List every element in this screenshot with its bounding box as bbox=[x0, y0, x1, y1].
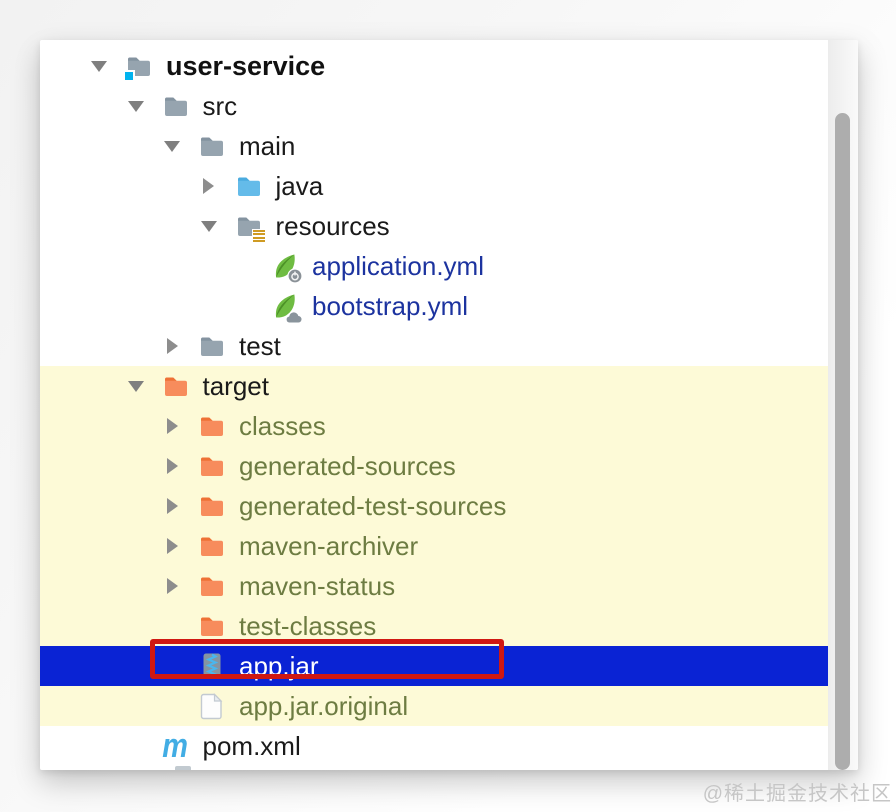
tree-item-label: maven-status bbox=[239, 570, 396, 601]
collapse-arrow-icon[interactable] bbox=[91, 60, 107, 72]
tree-row-classes[interactable]: classes bbox=[40, 406, 828, 446]
tree-item-label: bootstrap.yml bbox=[312, 290, 469, 321]
tree-item-label: src bbox=[202, 90, 238, 121]
power-badge bbox=[287, 268, 303, 284]
folder-icon bbox=[198, 332, 226, 360]
tree-row-test[interactable]: test bbox=[40, 326, 828, 366]
tree-row-app.jar[interactable]: app.jar bbox=[40, 646, 828, 686]
tree-row-maven-status[interactable]: maven-status bbox=[40, 566, 828, 606]
resources-badge bbox=[251, 229, 266, 243]
file-icon bbox=[198, 692, 226, 720]
project-badge bbox=[123, 70, 135, 82]
maven-icon: m bbox=[162, 727, 190, 765]
tree-row-generated-test-sources[interactable]: generated-test-sources bbox=[40, 486, 828, 526]
arrow-triangle bbox=[200, 220, 217, 232]
tree-row-src[interactable]: src bbox=[40, 86, 828, 126]
sources-folder-icon bbox=[235, 172, 263, 200]
tree-row-java[interactable]: java bbox=[40, 166, 828, 206]
tree-item-label: target bbox=[202, 370, 270, 401]
clipped-next-row-icon bbox=[175, 766, 191, 770]
tree-item-label: maven-archiver bbox=[239, 530, 419, 561]
arrow-triangle bbox=[91, 60, 107, 72]
tree-item-label: generated-test-sources bbox=[239, 490, 507, 521]
tree-row-user-service[interactable]: user-service bbox=[40, 46, 828, 86]
tree-row-main[interactable]: main bbox=[40, 126, 828, 166]
arrow-triangle bbox=[164, 140, 180, 152]
tree-row-pom.xml[interactable]: m pom.xml bbox=[40, 726, 828, 766]
tree-item-label: resources bbox=[275, 210, 390, 241]
tree-row-maven-archiver[interactable]: maven-archiver bbox=[40, 526, 828, 566]
project-folder-icon bbox=[123, 52, 153, 82]
arrow-triangle bbox=[166, 538, 178, 554]
arrow-triangle bbox=[166, 578, 178, 594]
tree-row-bootstrap.yml[interactable]: bootstrap.yml bbox=[40, 286, 828, 326]
archive-icon bbox=[198, 652, 226, 680]
arrow-triangle bbox=[127, 380, 144, 392]
excluded-folder-icon bbox=[198, 612, 226, 640]
spring-cloud-file-icon bbox=[271, 292, 303, 324]
collapse-arrow-icon[interactable] bbox=[164, 140, 180, 152]
resources-folder-icon bbox=[235, 212, 266, 243]
scrollbar-thumb[interactable] bbox=[835, 113, 850, 770]
excluded-folder-icon bbox=[198, 492, 226, 520]
excluded-folder-icon bbox=[198, 532, 226, 560]
scrollbar-track[interactable] bbox=[828, 40, 858, 770]
expand-arrow-icon[interactable] bbox=[164, 538, 180, 554]
arrow-triangle bbox=[166, 338, 178, 354]
collapse-arrow-icon[interactable] bbox=[127, 100, 144, 112]
folder-icon bbox=[198, 132, 226, 160]
excluded-folder-icon bbox=[162, 372, 190, 400]
tree-item-label: test-classes bbox=[239, 610, 377, 641]
tree-row-app.jar.original[interactable]: app.jar.original bbox=[40, 686, 828, 726]
folder-icon bbox=[162, 92, 190, 120]
tree-row-test-classes[interactable]: test-classes bbox=[40, 606, 828, 646]
tree-row-target[interactable]: target bbox=[40, 366, 828, 406]
expand-arrow-icon[interactable] bbox=[164, 338, 180, 354]
expand-arrow-icon[interactable] bbox=[164, 458, 180, 474]
excluded-folder-icon bbox=[198, 572, 226, 600]
spring-boot-file-icon bbox=[271, 252, 303, 284]
tree-item-label: pom.xml bbox=[202, 730, 301, 761]
tree-item-label: main bbox=[239, 130, 296, 161]
tree-row-generated-sources[interactable]: generated-sources bbox=[40, 446, 828, 486]
expand-arrow-icon[interactable] bbox=[164, 498, 180, 514]
tree-item-label: user-service bbox=[166, 50, 326, 81]
excluded-folder-icon bbox=[198, 412, 226, 440]
tree-item-label: test bbox=[239, 330, 281, 361]
tree-row-resources[interactable]: resources bbox=[40, 206, 828, 246]
watermark: @稀土掘金技术社区 bbox=[702, 783, 892, 805]
arrow-triangle bbox=[203, 178, 214, 194]
collapse-arrow-icon[interactable] bbox=[200, 220, 217, 232]
tree-item-label: java bbox=[275, 170, 324, 201]
cloud-badge bbox=[285, 311, 303, 324]
expand-arrow-icon[interactable] bbox=[164, 418, 180, 434]
arrow-triangle bbox=[166, 458, 178, 474]
collapse-arrow-icon[interactable] bbox=[127, 380, 144, 392]
tree-item-label: app.jar bbox=[239, 650, 319, 681]
expand-arrow-icon[interactable] bbox=[201, 178, 217, 194]
arrow-triangle bbox=[127, 100, 144, 112]
excluded-folder-icon bbox=[198, 452, 226, 480]
tree-item-label: classes bbox=[239, 410, 326, 441]
tree-item-label: application.yml bbox=[312, 250, 484, 281]
tree-item-label: generated-sources bbox=[239, 450, 456, 481]
arrow-triangle bbox=[166, 498, 178, 514]
tree-item-label: app.jar.original bbox=[239, 690, 409, 721]
arrow-triangle bbox=[166, 418, 178, 434]
maven-m-glyph: m bbox=[162, 727, 189, 765]
expand-arrow-icon[interactable] bbox=[164, 578, 180, 594]
tree-row-application.yml[interactable]: application.yml bbox=[40, 246, 828, 286]
